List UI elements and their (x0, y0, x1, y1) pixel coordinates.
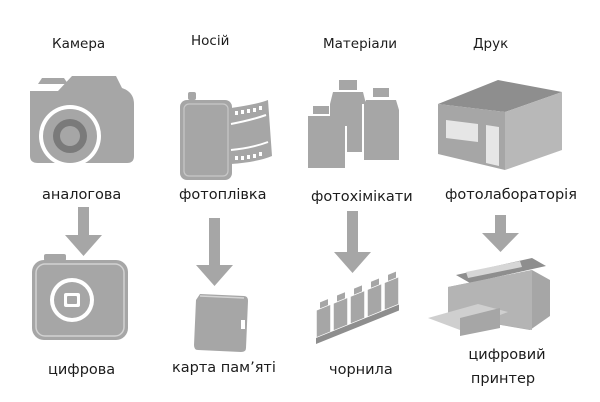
photo-lab-building-icon (438, 80, 562, 170)
down-arrow-materials (334, 211, 371, 273)
label-film: фотоплівка (179, 187, 267, 203)
film-roll-icon (180, 92, 272, 180)
label-ink: чорнила (329, 362, 393, 378)
chemical-bottles-icon (308, 80, 399, 168)
label-digital-camera: цифрова (48, 362, 116, 378)
label-photochemicals: фотохімікати (311, 189, 413, 205)
printer-icon (428, 258, 550, 336)
down-arrow-camera (65, 207, 102, 256)
label-digital-printer-line2: принтер (470, 371, 536, 387)
column-header-camera: Камера (52, 36, 106, 52)
down-arrow-media (196, 218, 233, 286)
ink-cartridges-icon (315, 271, 400, 344)
memory-card-icon (194, 294, 248, 352)
column-header-print: Друк (473, 36, 509, 52)
film-camera-icon (30, 76, 134, 167)
column-header-media: Носій (191, 33, 230, 49)
label-digital-printer-line1: цифровий (468, 347, 546, 363)
digital-camera-icon (32, 254, 128, 340)
label-memory-card: карта пам’яті (172, 360, 276, 376)
label-photo-lab: фотолабораторія (445, 187, 577, 203)
label-analog-camera: аналогова (42, 187, 122, 203)
down-arrow-print (482, 215, 519, 252)
column-header-materials: Матеріали (323, 36, 398, 52)
